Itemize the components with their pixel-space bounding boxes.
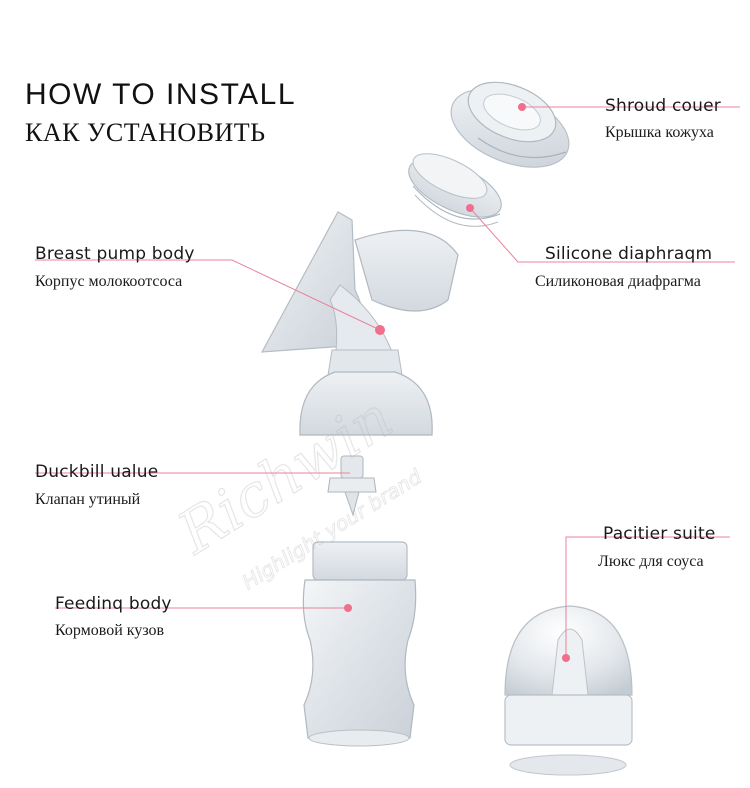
label-pacifier-suite-en: Pacitier suite: [603, 524, 716, 544]
leader-pacifier-suite: [565, 536, 730, 658]
marker-shroud-cover: [518, 103, 526, 111]
silicone-diaphragm-illustration: [408, 153, 502, 227]
marker-pacifier-suite: [562, 654, 570, 662]
watermark-brand: Richwin: [166, 383, 404, 567]
leader-silicone-diaphragm: [469, 207, 735, 263]
marker-breast-pump-body: [375, 325, 385, 335]
pacifier-suite-illustration: [504, 605, 633, 776]
marker-feeding-body: [344, 604, 352, 612]
marker-dots: [344, 103, 570, 662]
label-shroud-cover-ru: Крышка кожуха: [605, 124, 714, 141]
label-duckbill-valve-ru: Клапан утиный: [35, 491, 141, 508]
leader-lines: [35, 106, 740, 658]
label-feeding-body-en: Feedinq body: [55, 594, 172, 614]
label-pacifier-suite-ru: Люкс для соуса: [598, 553, 704, 570]
label-silicone-diaphragm-ru: Силиконовая диафрагма: [535, 273, 701, 290]
breast-pump-body-illustration: [260, 211, 459, 436]
label-breast-pump-body-en: Breast pump body: [35, 244, 195, 264]
label-feeding-body-ru: Кормовой кузов: [55, 622, 165, 639]
label-duckbill-valve-en: Duckbill ualue: [35, 462, 159, 482]
label-breast-pump-body-ru: Корпус молокоотсоса: [35, 273, 183, 290]
shroud-cover-illustration: [450, 81, 570, 168]
label-shroud-cover-en: Shroud couer: [605, 96, 721, 116]
leader-breast-pump-body: [35, 259, 381, 331]
title-russian: КАК УСТАНОВИТЬ: [25, 118, 266, 147]
feeding-body-illustration: [302, 541, 417, 747]
marker-silicone-diaphragm: [466, 204, 474, 212]
title-english: HOW TO INSTALL: [25, 78, 297, 111]
label-silicone-diaphragm-en: Silicone diaphraqm: [545, 244, 713, 264]
